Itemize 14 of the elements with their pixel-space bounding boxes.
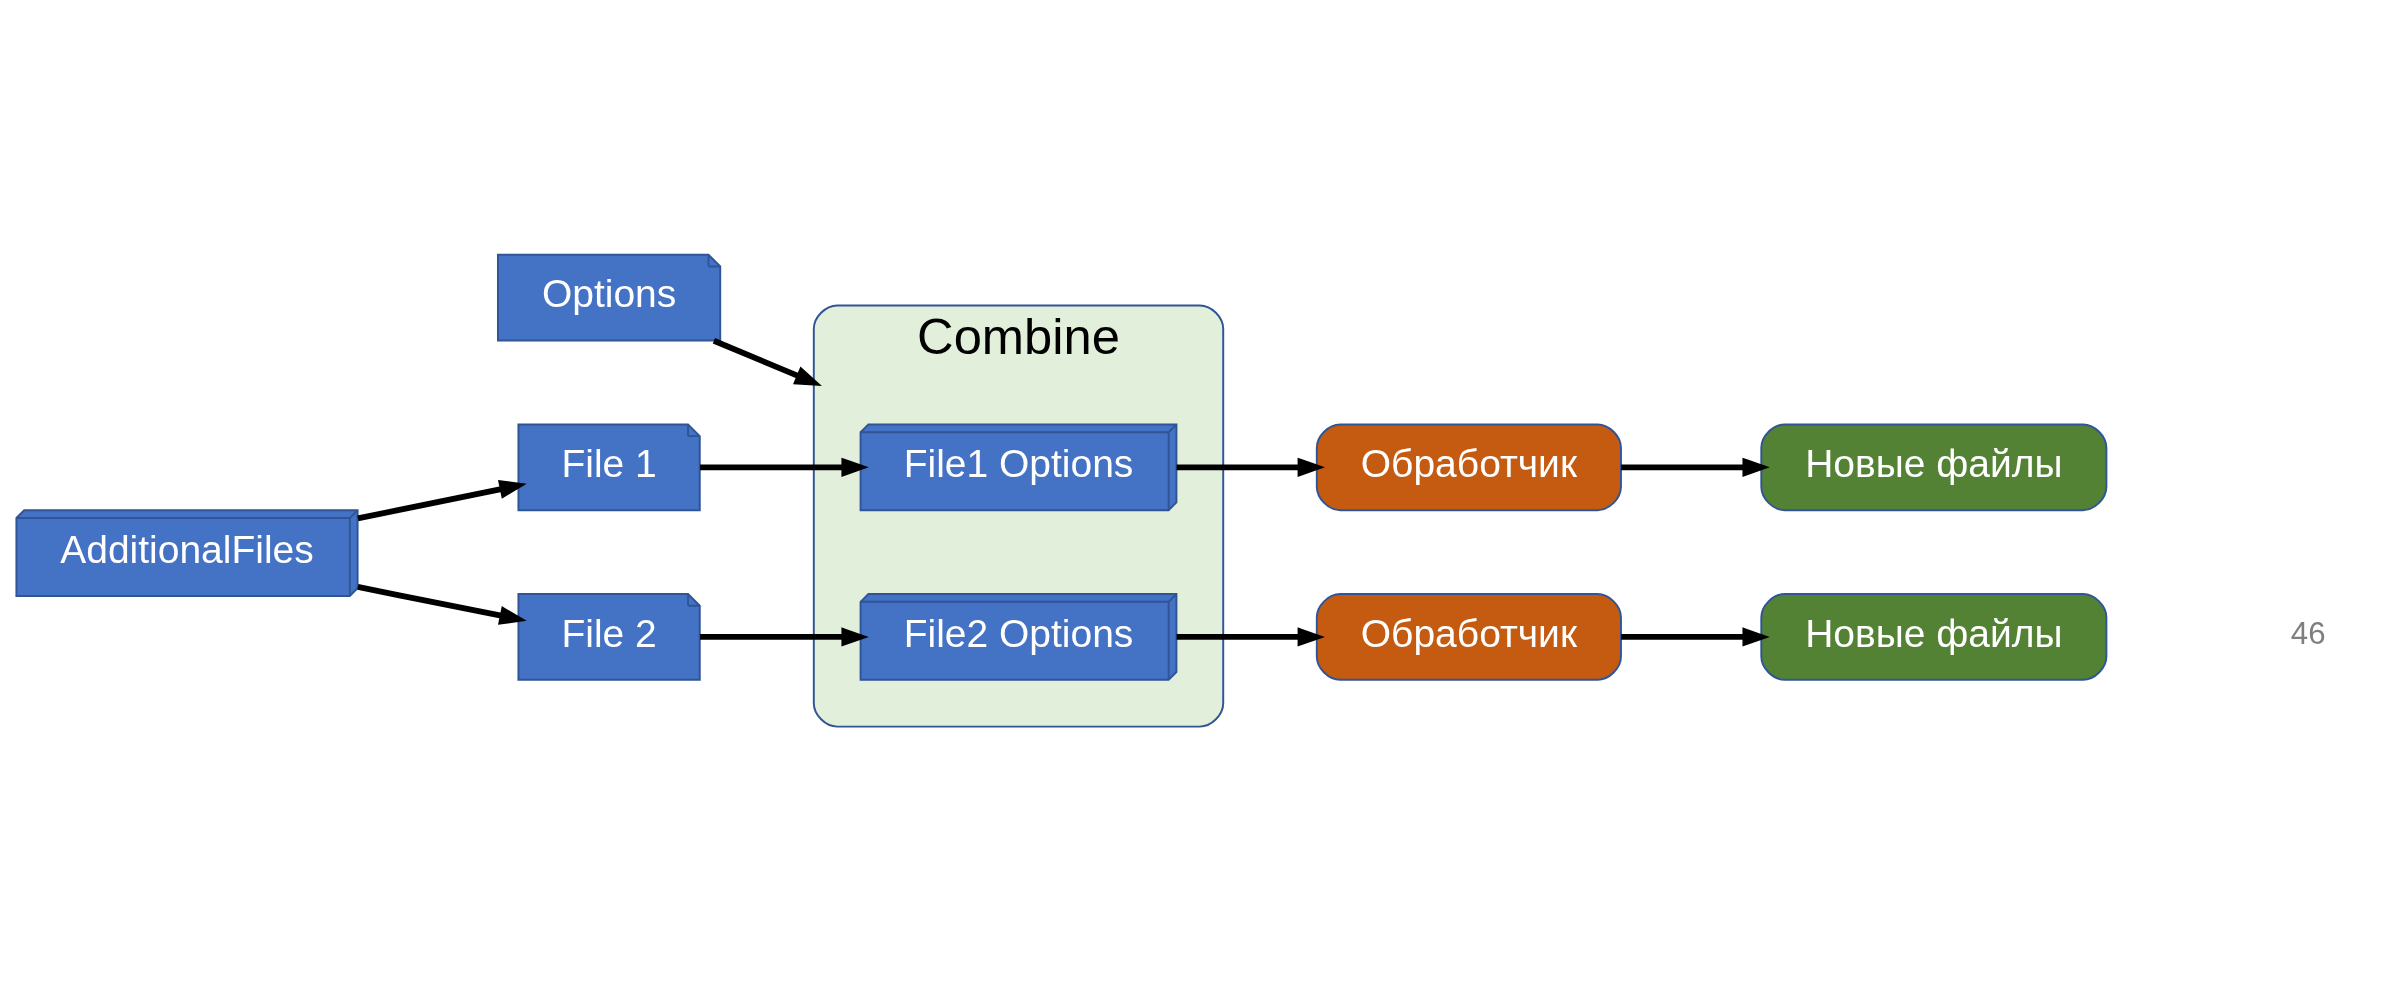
arrow	[1176, 457, 1325, 477]
arrow	[1621, 457, 1770, 477]
arrow	[700, 626, 869, 646]
node-box: Обработчик	[1315, 592, 1622, 681]
node-box: Новые файлы	[1760, 592, 2108, 681]
node-box: Новые файлы	[1760, 422, 2108, 511]
arrow	[357, 583, 527, 625]
arrow	[357, 479, 527, 521]
arrow	[1621, 626, 1770, 646]
label: 46	[2290, 615, 2326, 651]
arrow	[700, 457, 869, 477]
arrow	[1176, 626, 1325, 646]
node-box: Обработчик	[1315, 422, 1622, 511]
arrow	[712, 337, 822, 386]
